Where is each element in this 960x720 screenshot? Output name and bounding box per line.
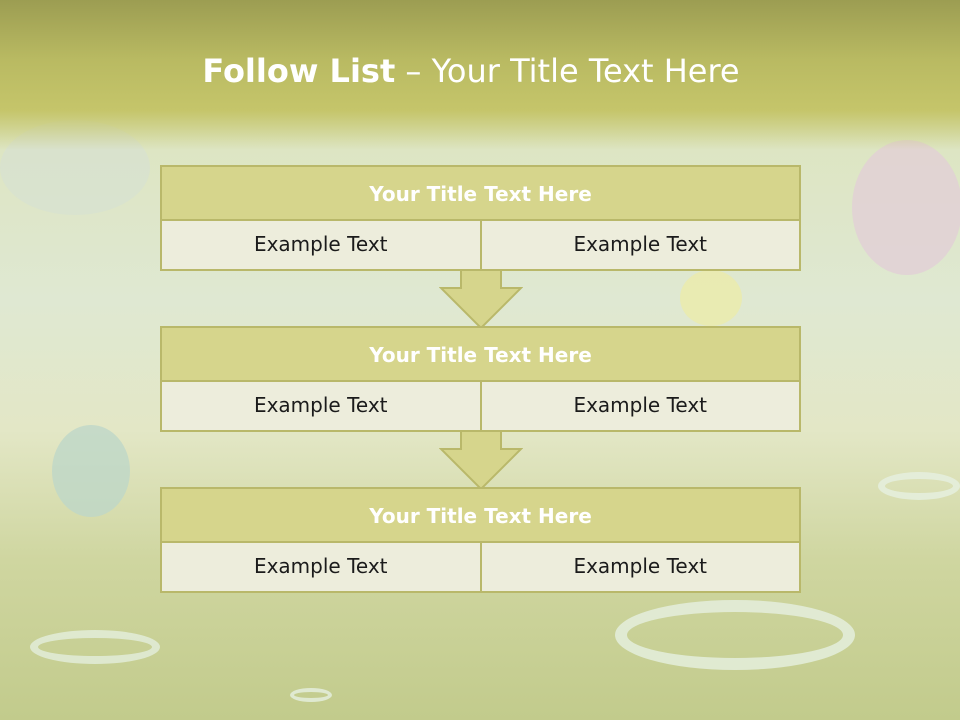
balloon-decoration bbox=[680, 270, 742, 326]
balloon-decoration bbox=[852, 140, 960, 275]
ring-decoration bbox=[290, 688, 332, 702]
block-cell-right: Example Text bbox=[481, 543, 801, 593]
block-row: Example Text Example Text bbox=[160, 382, 801, 432]
block-cell-right: Example Text bbox=[481, 382, 801, 432]
block-title: Your Title Text Here bbox=[160, 165, 801, 221]
ring-decoration bbox=[878, 472, 960, 500]
page-title-bold: Follow List bbox=[202, 52, 396, 90]
block-row: Example Text Example Text bbox=[160, 543, 801, 593]
block-title: Your Title Text Here bbox=[160, 487, 801, 543]
block-cell-right: Example Text bbox=[481, 221, 801, 271]
list-block-2: Your Title Text Here Example Text Exampl… bbox=[160, 326, 801, 432]
block-cell-left: Example Text bbox=[160, 221, 482, 271]
block-cell-left: Example Text bbox=[160, 382, 482, 432]
ring-decoration bbox=[615, 600, 855, 670]
page-title-rest: – Your Title Text Here bbox=[395, 52, 740, 90]
balloon-decoration bbox=[52, 425, 130, 517]
ring-decoration bbox=[30, 630, 160, 664]
list-block-1: Your Title Text Here Example Text Exampl… bbox=[160, 165, 801, 271]
down-arrow-icon bbox=[439, 431, 523, 491]
block-title: Your Title Text Here bbox=[160, 326, 801, 382]
page-title: Follow List – Your Title Text Here bbox=[0, 52, 942, 90]
block-cell-left: Example Text bbox=[160, 543, 482, 593]
title-band bbox=[0, 0, 960, 150]
block-row: Example Text Example Text bbox=[160, 221, 801, 271]
list-block-3: Your Title Text Here Example Text Exampl… bbox=[160, 487, 801, 593]
down-arrow-icon bbox=[439, 270, 523, 330]
